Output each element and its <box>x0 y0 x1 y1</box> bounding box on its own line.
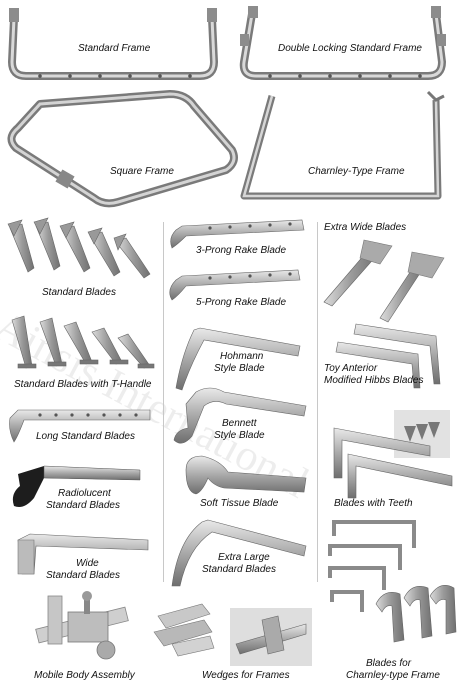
label-square-frame: Square Frame <box>110 166 174 177</box>
label-hohmann-line1: Hohmann <box>220 351 264 362</box>
label-extra-large-line1: Extra Large <box>218 552 270 563</box>
label-radiolucent-line2: Standard Blades <box>46 500 120 511</box>
bennett-blade-image <box>173 387 307 444</box>
column-divider-right <box>317 222 318 582</box>
column-divider-left <box>163 222 164 582</box>
label-wedges-for-frames: Wedges for Frames <box>202 670 290 681</box>
label-charnley-frame: Charnley-Type Frame <box>308 166 405 177</box>
charnley-blades-image <box>328 520 416 612</box>
standard-blades-image <box>7 217 151 279</box>
label-double-locking-frame: Double Locking Standard Frame <box>278 43 422 54</box>
3-prong-rake-blade-image <box>170 219 305 249</box>
soft-tissue-blade-image <box>185 455 307 495</box>
label-charnley-blades-line2: Charnley-type Frame <box>346 670 440 681</box>
label-soft-tissue: Soft Tissue Blade <box>200 498 279 509</box>
label-bennett-line2: Style Blade <box>214 430 265 441</box>
label-bennett-line1: Bennett <box>222 418 257 429</box>
charnley-frame-image <box>240 90 445 200</box>
label-wide-line2: Standard Blades <box>46 570 120 581</box>
label-radiolucent-line1: Radiolucent <box>58 488 111 499</box>
standard-frame-image <box>8 8 218 80</box>
charnley-hooks-image <box>375 585 457 643</box>
square-frame-image <box>7 90 238 208</box>
wide-standard-blades-image <box>17 533 149 575</box>
label-extra-wide-blades: Extra Wide Blades <box>324 222 407 233</box>
t-handle-blades-image <box>11 315 155 369</box>
hohmann-blade-image <box>175 327 301 391</box>
label-long-standard-blades: Long Standard Blades <box>36 431 135 442</box>
blades-with-teeth-image <box>333 410 453 499</box>
label-toy-anterior-line2: Modified Hibbs Blades <box>324 375 424 386</box>
label-wide-line1: Wide <box>76 558 99 569</box>
label-mobile-body-assembly: Mobile Body Assembly <box>34 670 135 681</box>
label-standard-t-handle: Standard Blades with T-Handle <box>14 379 152 390</box>
label-charnley-blades-line1: Blades for <box>366 658 412 669</box>
toy-anterior-blades-image <box>335 323 441 389</box>
mobile-body-assembly-image <box>35 591 129 660</box>
label-standard-blades: Standard Blades <box>42 287 116 298</box>
label-toy-anterior-line1: Toy Anterior <box>324 363 378 374</box>
radiolucent-blades-image <box>12 465 141 507</box>
label-blades-with-teeth: Blades with Teeth <box>334 498 413 509</box>
wedges-image <box>153 603 215 657</box>
label-5-prong-rake: 5-Prong Rake Blade <box>196 297 287 308</box>
wedge-photo <box>230 608 312 666</box>
long-standard-blades-image <box>9 409 151 443</box>
extra-large-blade-image <box>171 519 307 587</box>
extra-wide-blades-image <box>323 239 445 323</box>
label-extra-large-line2: Standard Blades <box>202 564 276 575</box>
label-3-prong-rake: 3-Prong Rake Blade <box>196 245 287 256</box>
5-prong-rake-blade-image <box>169 269 301 301</box>
double-locking-frame-image <box>239 6 446 80</box>
label-standard-frame: Standard Frame <box>78 43 151 54</box>
label-hohmann-line2: Style Blade <box>214 363 265 374</box>
